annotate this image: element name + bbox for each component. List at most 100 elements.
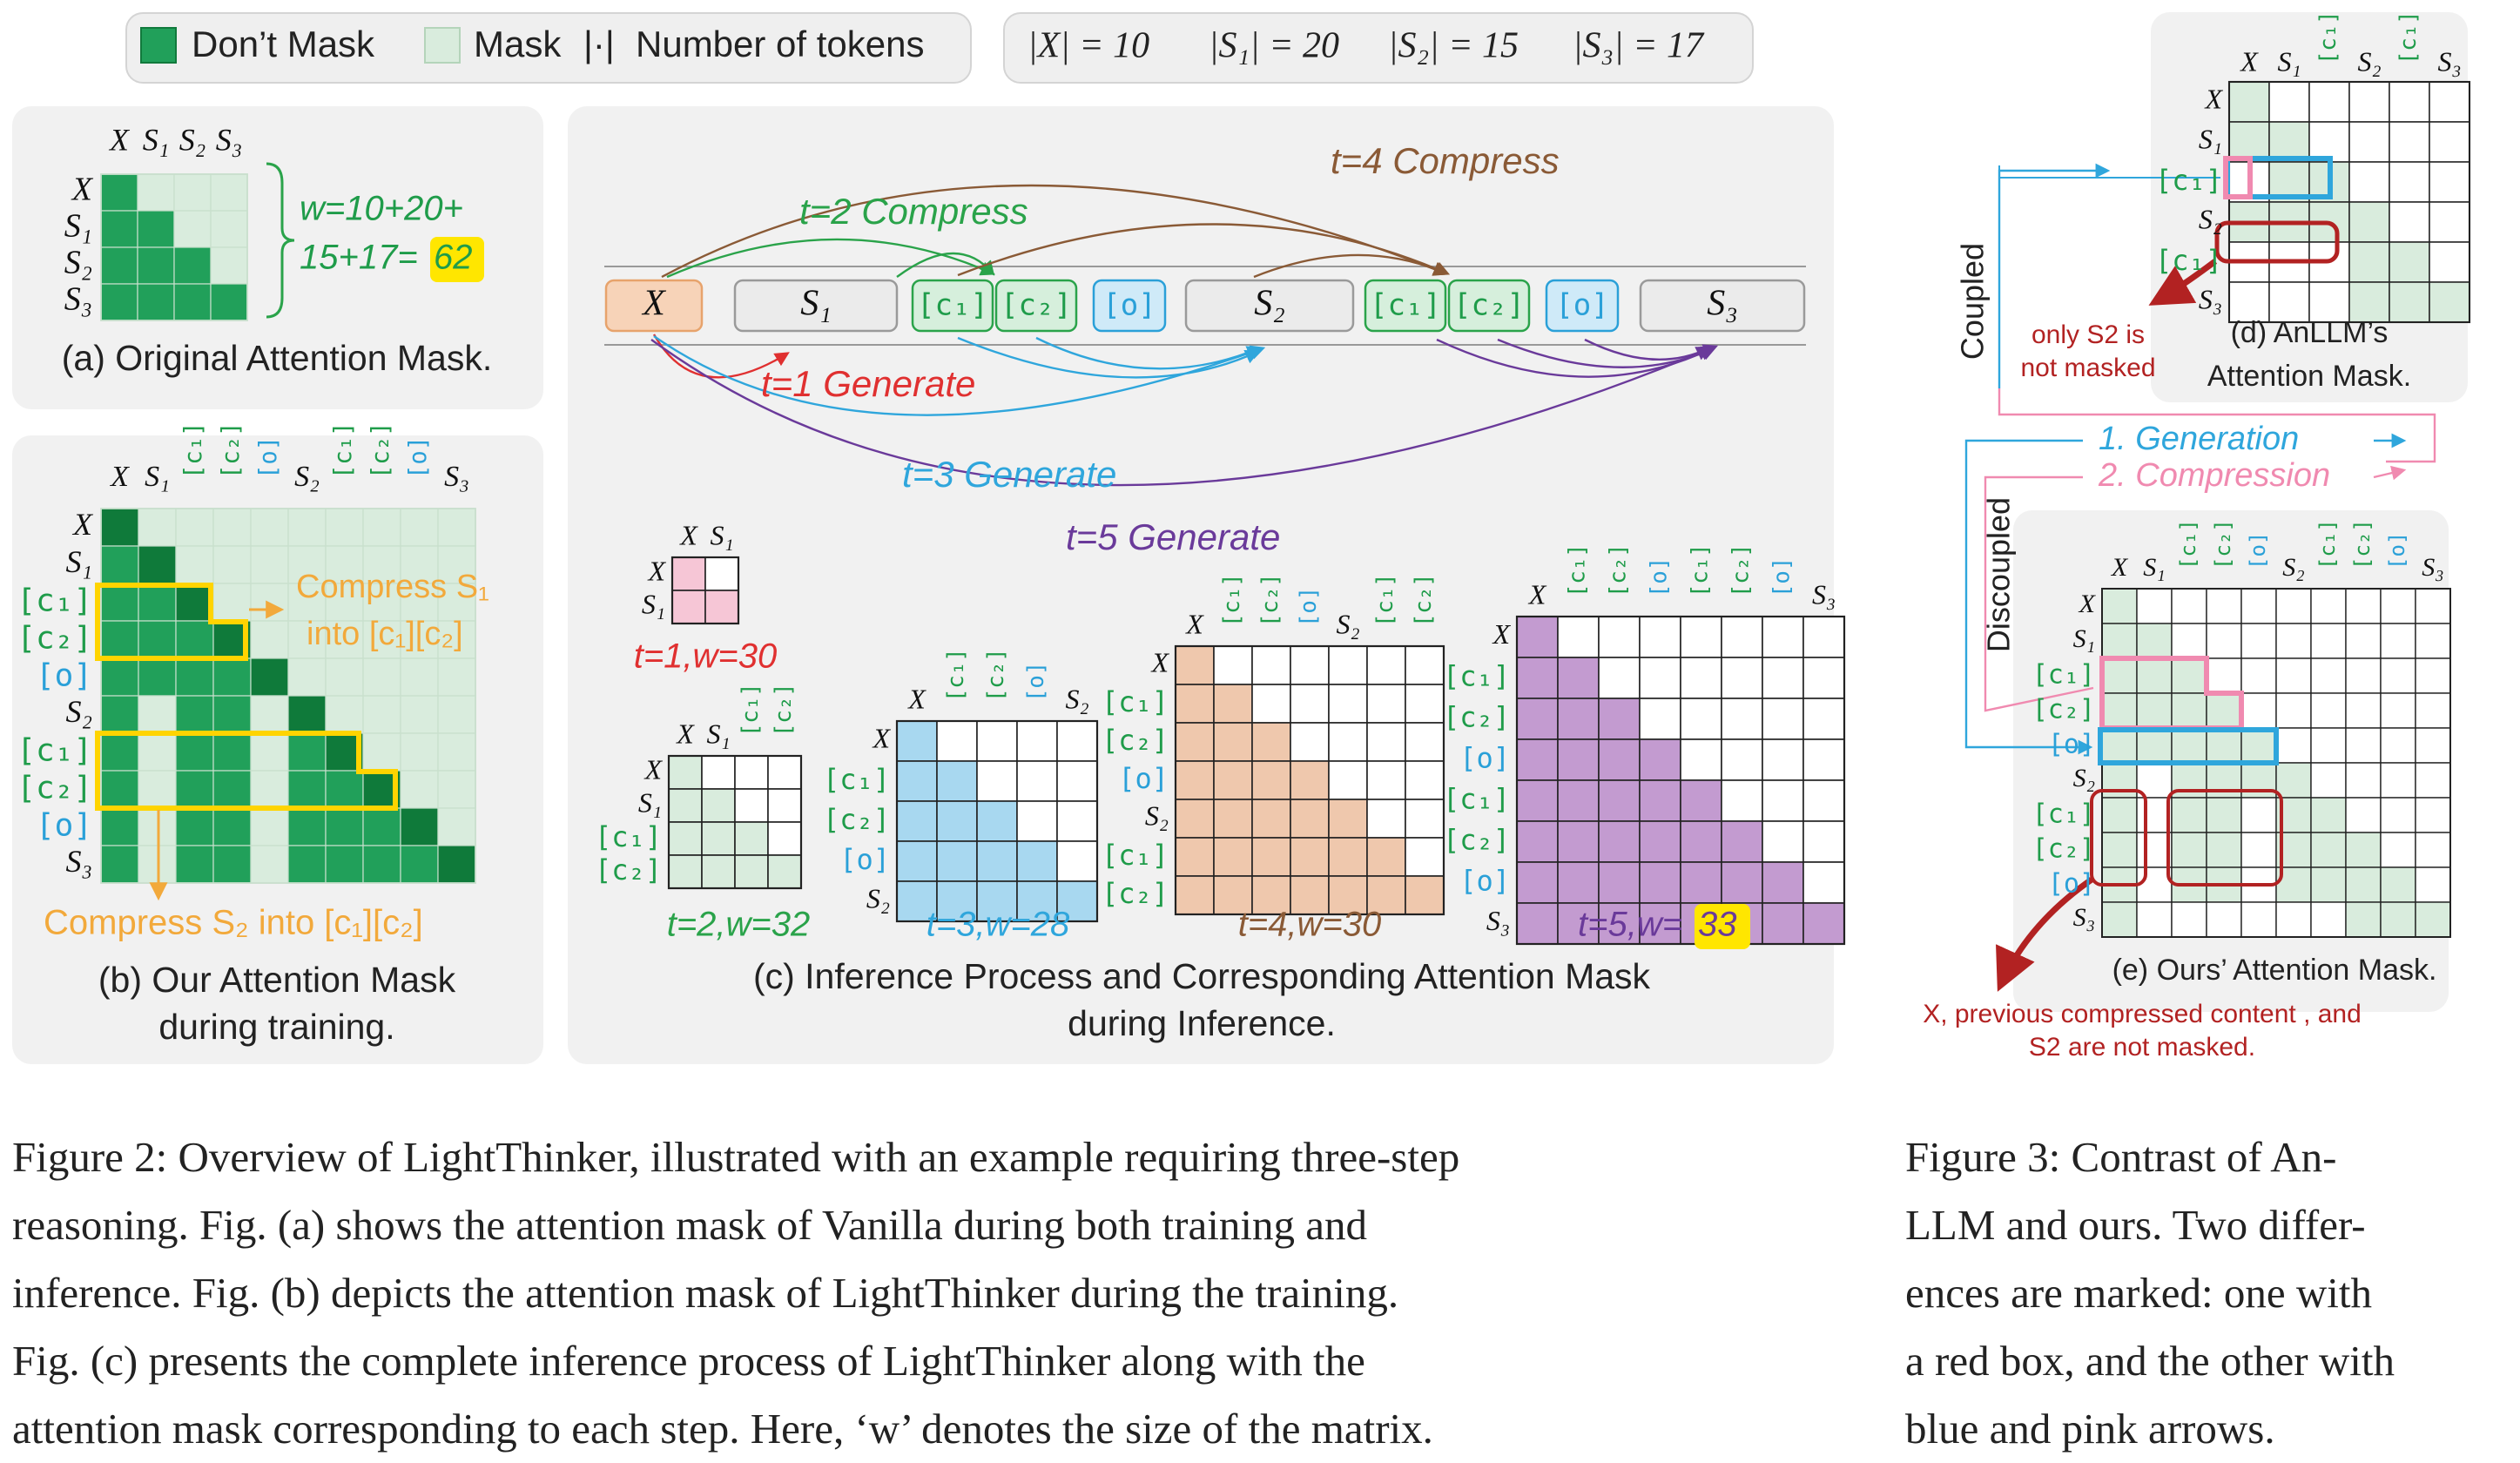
caption-e: (e) Ours’ Attention Mask.: [2112, 954, 2437, 987]
m5-cell: [1557, 657, 1600, 699]
token-label: [c₁]: [917, 288, 988, 323]
sizes-pill: [1003, 12, 1754, 84]
caption-c-line1: (c) Inference Process and Corresponding …: [753, 956, 1651, 996]
m1-cell: [671, 590, 706, 624]
mask-b-col-label: S₁: [145, 461, 170, 493]
m3-cell: [976, 720, 1018, 762]
mask-b-cell: [138, 732, 177, 772]
m1-col-label: S₁: [710, 519, 733, 550]
mask-e-row-label: [o]: [2048, 869, 2095, 900]
mask-d-cell: [2389, 81, 2430, 123]
mask-e-cell: [2380, 866, 2416, 903]
m5-cell: [1802, 779, 1845, 822]
m4-col-label: [c₂]: [1257, 573, 1284, 627]
mask-e-cell: [2415, 901, 2451, 938]
mask-d-cell: [2228, 81, 2270, 123]
mask-e-row-label: [c₁]: [2032, 799, 2095, 830]
m5-cell: [1680, 698, 1722, 740]
m5-cell: [1762, 698, 1804, 740]
mask-e-cell: [2171, 727, 2207, 764]
mask-b-col-label: [c₂]: [218, 422, 245, 479]
m4-cell: [1251, 722, 1291, 762]
m3-row-label: [o]: [839, 843, 890, 876]
token-label: [c₂]: [1453, 288, 1525, 323]
mask-b-row-label: [o]: [36, 808, 92, 844]
mask-b-row-label: S₃: [65, 844, 92, 879]
m5-col-label: [o]: [1769, 557, 1796, 597]
mask-b-col-label: [o]: [405, 436, 432, 479]
mask-d-row-label: S₂: [2199, 203, 2222, 234]
m3-col-label: [c₂]: [983, 648, 1009, 702]
m5-row-label: [o]: [1459, 865, 1510, 898]
mask-e-cell: [2240, 623, 2277, 659]
mask-b-cell: [175, 545, 214, 584]
token-label: [o]: [1555, 288, 1608, 323]
m5-cell: [1557, 698, 1600, 740]
token-box: [604, 279, 704, 333]
mask-e-cell: [2240, 588, 2277, 624]
dependency-arc: [896, 252, 995, 278]
mask-b-cell: [138, 770, 177, 809]
mask-a-cell: [100, 210, 138, 248]
m2-cell: [767, 821, 802, 856]
m2-cell: [767, 854, 802, 889]
mask-b-cell: [437, 770, 476, 809]
mask-e-cell: [2345, 901, 2382, 938]
m5-cell: [1762, 820, 1804, 863]
mask-e-cell: [2206, 657, 2242, 694]
m4-cell: [1175, 684, 1215, 724]
m4-row-label: X: [1149, 646, 1169, 678]
mask-e-cell: [2415, 623, 2451, 659]
mask-a-cell: [210, 246, 248, 285]
mask-b-cell: [362, 807, 401, 846]
mask-b-cell: [437, 695, 476, 734]
fig2-line-1: Figure 2: Overview of LightThinker, illu…: [12, 1133, 1460, 1181]
mask-e-cell: [2240, 797, 2277, 833]
m3-cell: [896, 720, 938, 762]
m3-cell: [936, 800, 978, 842]
mask-e-cell: [2310, 762, 2347, 799]
mask-e-cell: [2171, 832, 2207, 868]
mask-d-col-label: S₁: [2277, 45, 2301, 77]
mask-d-cell: [2389, 161, 2430, 203]
mask-e-cell: [2275, 623, 2312, 659]
m3-cell: [1016, 760, 1058, 802]
m5-cell: [1516, 902, 1559, 945]
mask-e-cell: [2240, 901, 2277, 938]
dont-mask-swatch: [140, 27, 177, 64]
mask-e-cell: [2101, 727, 2138, 764]
mask-b-cell: [212, 807, 252, 846]
formula-line2: 15+17=: [300, 239, 418, 277]
mask-d-cell: [2228, 121, 2270, 163]
mask-e-col-label: S₂: [2282, 553, 2304, 582]
m4-cell: [1290, 684, 1330, 724]
mask-b-cell: [400, 807, 439, 846]
m3-cell: [1056, 840, 1098, 882]
mask-d-cell: [2429, 281, 2470, 323]
m2-cell: [701, 854, 736, 889]
mask-d-cell: [2389, 121, 2430, 163]
mask-d-cell: [2389, 281, 2430, 323]
fig3-line-2: LLM and ours. Two differ-: [1905, 1201, 2366, 1249]
dependency-arc: [661, 184, 1449, 279]
mask-a-row-label: S₁: [64, 208, 92, 245]
m5-cell: [1598, 698, 1641, 740]
mask-a-col-label: X: [108, 122, 131, 157]
mask-e-cell: [2380, 623, 2416, 659]
token-label: [c₂]: [1001, 288, 1072, 323]
figure-2-caption: Figure 2: Overview of LightThinker, illu…: [12, 1123, 1850, 1463]
mask-d-row-label: X: [2203, 83, 2223, 114]
m5-row-label: [c₂]: [1443, 824, 1510, 857]
m5-cell: [1680, 779, 1722, 822]
mask-b-cell: [175, 583, 214, 622]
mask-d-col-label: S₂: [2357, 45, 2381, 77]
mask-b-cell: [325, 845, 364, 884]
m5-cell: [1598, 779, 1641, 822]
token-box: [911, 279, 994, 333]
mask-b-row-label: [c₁]: [17, 583, 92, 619]
m4-cell: [1290, 799, 1330, 839]
caption-d-line1: (d) AnLLM’s: [2231, 316, 2389, 349]
mask-b-cell: [212, 508, 252, 547]
step-t1: t=1 Generate: [761, 363, 975, 404]
mask-a-cell: [173, 246, 212, 285]
